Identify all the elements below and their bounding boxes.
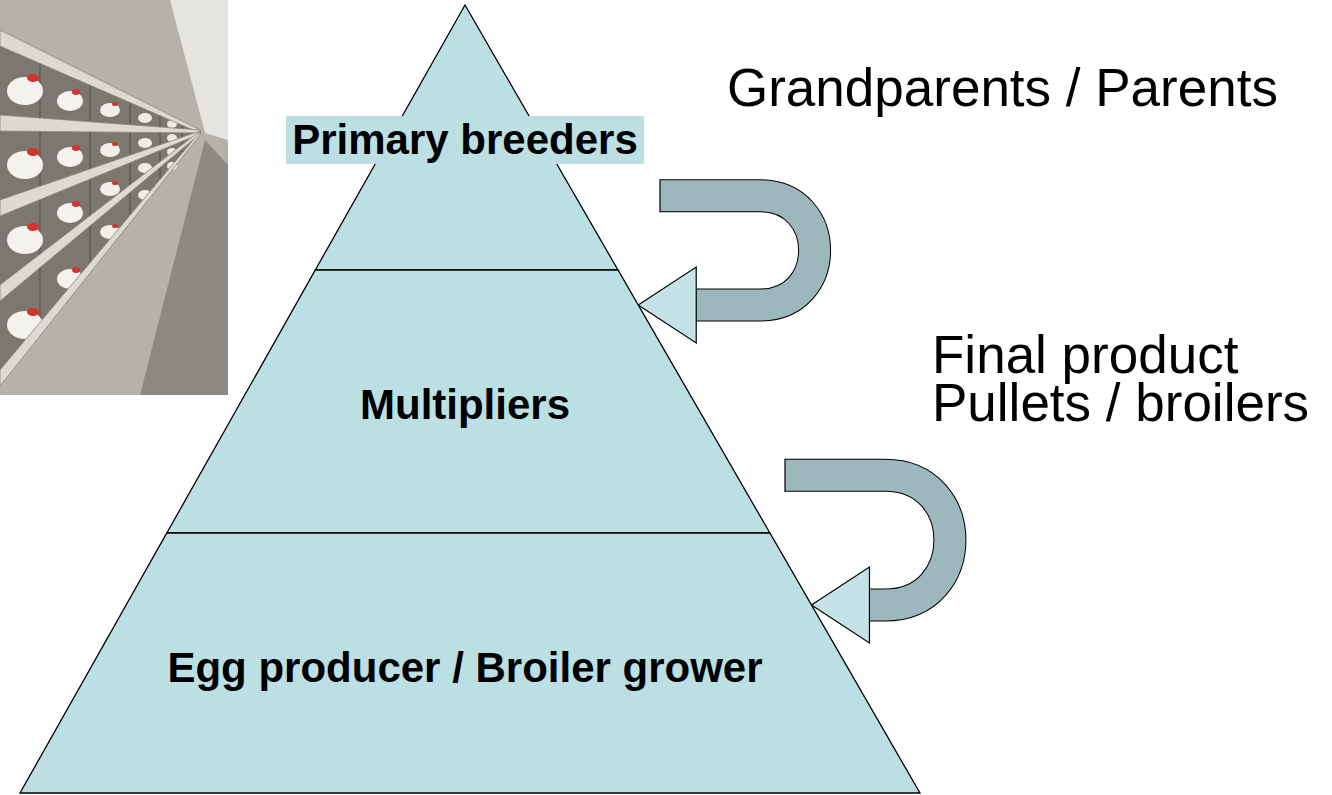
arrow-label: Grandparents / Parents <box>727 64 1278 112</box>
pyramid-band: Multipliers <box>160 270 785 533</box>
hen <box>7 74 43 105</box>
hen <box>100 142 120 157</box>
band-label: Multipliers <box>354 381 576 429</box>
cage-photo <box>0 0 228 395</box>
hen <box>57 89 83 111</box>
cage-interior <box>0 46 200 370</box>
band-label: Primary breeders <box>286 116 644 164</box>
feed-troughs <box>0 30 200 386</box>
band-shape <box>20 533 920 793</box>
arrow-label: Final product Pullets / broilers <box>932 331 1324 427</box>
pyramid-band: Primary breeders <box>280 5 660 270</box>
arrow-tail <box>659 179 660 212</box>
arrow-tail <box>784 459 785 492</box>
hen <box>138 138 152 148</box>
hens <box>7 74 177 339</box>
hen <box>100 102 120 117</box>
hen <box>100 181 120 196</box>
hen <box>138 113 152 123</box>
curved-arrow <box>638 179 814 343</box>
hen <box>7 223 43 254</box>
pyramid-band: Egg producer / Broiler grower <box>18 533 923 793</box>
band-shape <box>167 270 770 533</box>
hen <box>57 145 83 167</box>
band-label: Egg producer / Broiler grower <box>161 644 768 692</box>
photo-ground <box>0 0 228 395</box>
hen <box>7 148 43 179</box>
hen <box>57 201 83 223</box>
